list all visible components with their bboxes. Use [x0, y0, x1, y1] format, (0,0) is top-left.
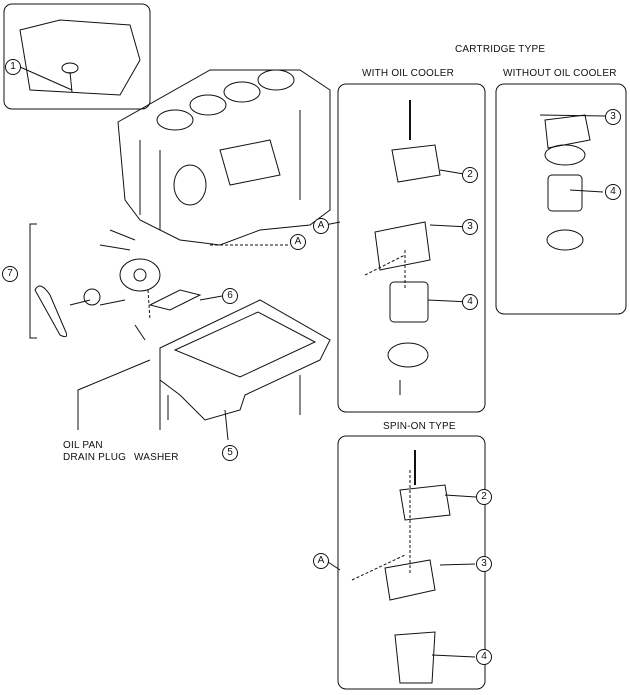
callout-a-cartridge: A	[313, 218, 329, 234]
without-oil-cooler-heading: WITHOUT OIL COOLER	[503, 68, 617, 79]
callout-4-spin-on: 4	[476, 649, 492, 665]
callout-7: 7	[2, 266, 18, 282]
callout-5: 5	[222, 445, 238, 461]
spin-on-type-heading: SPIN-ON TYPE	[383, 421, 456, 432]
callout-a-spin-on: A	[313, 553, 329, 569]
callout-4-without-cooler: 4	[605, 184, 621, 200]
callout-2: 2	[462, 167, 478, 183]
callout-4: 4	[462, 294, 478, 310]
callout-6: 6	[222, 288, 238, 304]
callout-2-spin-on: 2	[476, 489, 492, 505]
cartridge-type-heading: CARTRIDGE TYPE	[455, 44, 546, 55]
oil-pump-assembly	[34, 229, 161, 341]
oil-pan-drain-plug-label-2: DRAIN PLUG	[63, 452, 127, 463]
callout-3: 3	[462, 219, 478, 235]
oil-pan-drain-plug-label-1: OIL PAN	[63, 440, 103, 451]
with-oil-cooler-heading: WITH OIL COOLER	[362, 68, 455, 79]
callout-3-without-cooler: 3	[605, 109, 621, 125]
callout-1: 1	[5, 59, 21, 75]
engine-block	[117, 69, 331, 246]
baffle-plate	[148, 289, 202, 311]
callout-3-spin-on: 3	[476, 556, 492, 572]
callout-a-block: A	[290, 234, 306, 250]
oil-pan	[159, 299, 331, 421]
washer-label: WASHER	[134, 452, 179, 463]
